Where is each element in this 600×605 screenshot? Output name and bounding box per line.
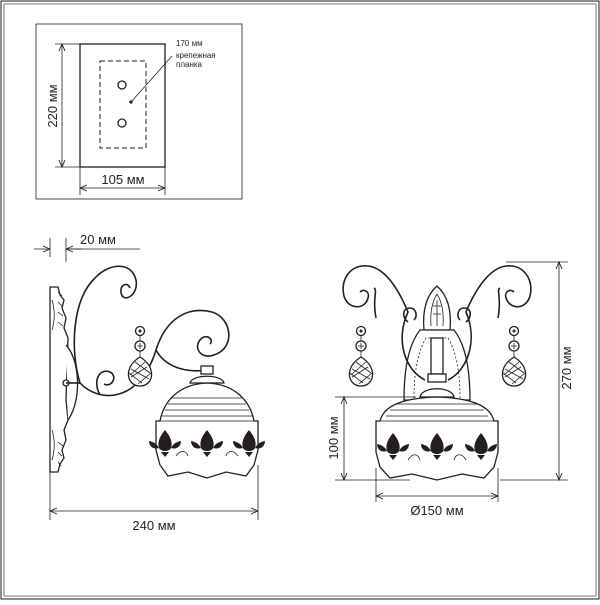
bar-label-line2: планка bbox=[176, 60, 203, 69]
plate-height-label: 220 мм bbox=[45, 84, 60, 127]
front-left-pendant bbox=[348, 325, 374, 387]
offset-label: 20 мм bbox=[80, 232, 116, 247]
side-width-label: 240 мм bbox=[132, 518, 175, 533]
mounting-plate-detail: 170 мм крепежная планка 220 мм 105 мм bbox=[35, 23, 243, 200]
total-height-label: 270 мм bbox=[559, 346, 574, 389]
mounting-bar-outline bbox=[99, 60, 147, 149]
side-crystal-pendant bbox=[127, 325, 153, 387]
front-right-pendant bbox=[501, 325, 527, 387]
front-holder bbox=[419, 388, 455, 398]
shade-height-label: 100 мм bbox=[326, 416, 341, 459]
side-wall-plate bbox=[49, 286, 69, 473]
bar-label-line1: крепежная bbox=[176, 51, 216, 60]
detail-box bbox=[35, 23, 243, 200]
front-left-arm bbox=[342, 265, 426, 381]
back-plate bbox=[79, 43, 166, 168]
inner-frame bbox=[3, 3, 597, 597]
front-view: 100 мм 270 мм Ø150 мм bbox=[326, 262, 574, 518]
bar-leader-line bbox=[130, 55, 173, 103]
side-holder bbox=[189, 375, 225, 384]
front-right-arm bbox=[447, 265, 532, 381]
side-upper-arm bbox=[73, 265, 138, 384]
bar-length-label: 170 мм bbox=[176, 39, 203, 48]
screw-hole-top bbox=[117, 80, 127, 90]
plate-width-label: 105 мм bbox=[101, 172, 144, 187]
screw-hole-bottom bbox=[117, 118, 127, 128]
diameter-label: Ø150 мм bbox=[410, 503, 463, 518]
side-view: 20 мм 240 мм bbox=[34, 232, 265, 533]
